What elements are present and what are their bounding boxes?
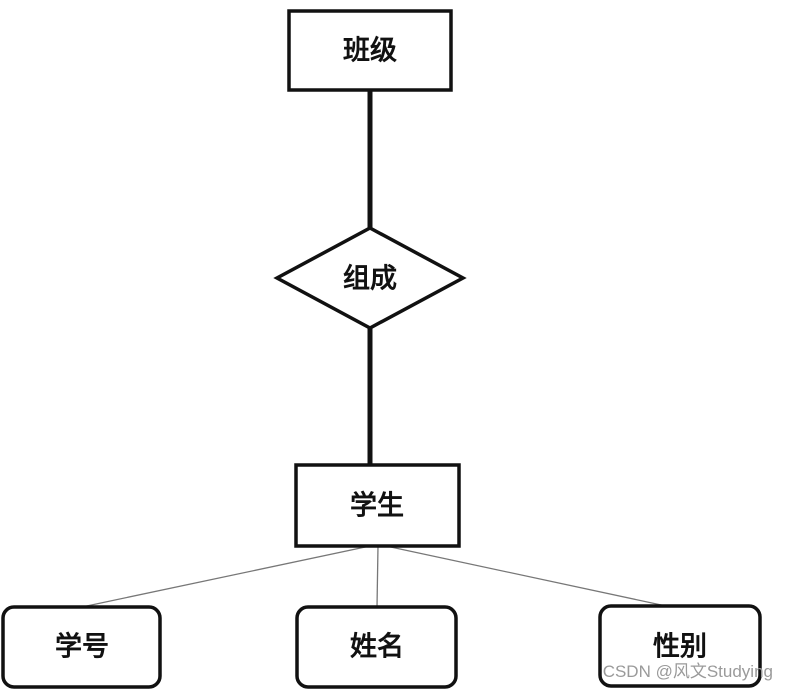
connector-student-name (376, 545, 379, 608)
connector-student-gender (385, 545, 667, 607)
attribute-name-label: 姓名 (350, 631, 404, 663)
attribute-gender: 性别 (598, 604, 762, 688)
entity-class-label: 班级 (343, 35, 397, 67)
attribute-student-id-label: 学号 (55, 631, 109, 663)
csdn-watermark: CSDN @风文Studying (603, 662, 773, 681)
connector-student-id (81, 545, 371, 608)
entity-student: 学生 (294, 463, 461, 548)
attribute-name: 姓名 (295, 605, 458, 689)
entity-student-label: 学生 (350, 490, 404, 522)
relationship-label: 组成 (343, 263, 397, 295)
attribute-student-id: 学号 (1, 605, 162, 689)
attribute-gender-label: 性别 (653, 632, 707, 663)
relationship-compose: 组成 (273, 226, 467, 330)
entity-class: 班级 (287, 9, 453, 92)
